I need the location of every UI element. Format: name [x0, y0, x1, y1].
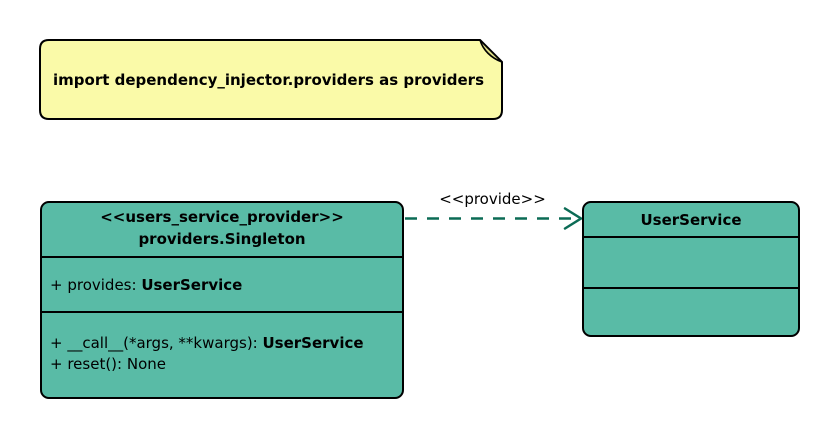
method-row: + reset(): None	[50, 354, 402, 375]
method-row: + __call__(*args, **kwargs): UserService	[50, 333, 402, 354]
note-background	[39, 39, 503, 120]
attributes-compartment: + provides: UserService	[42, 258, 402, 313]
provide-arrow	[405, 207, 584, 230]
method-text: + __call__(*args, **kwargs):	[50, 334, 263, 352]
note-fold-icon	[479, 39, 503, 63]
attribute-text: + provides:	[50, 275, 142, 294]
class-providers-singleton: <<users_service_provider>> providers.Sin…	[40, 201, 404, 399]
class-name: UserService	[640, 210, 742, 229]
attributes-compartment	[584, 238, 798, 289]
class-userservice: UserService	[582, 201, 800, 337]
provide-arrowhead-icon	[563, 207, 584, 230]
attribute-row: + provides: UserService	[50, 276, 242, 294]
provide-arrow-label: <<provide>>	[439, 190, 546, 208]
attribute-type: UserService	[141, 275, 243, 294]
methods-compartment	[584, 289, 798, 333]
note-shape	[39, 39, 503, 120]
method-return-type: UserService	[262, 334, 364, 352]
class-stereotype: <<users_service_provider>>	[100, 208, 344, 226]
methods-compartment: + __call__(*args, **kwargs): UserService…	[42, 313, 402, 375]
method-text: + reset(): None	[50, 355, 166, 373]
note-text: import dependency_injector.providers as …	[53, 70, 485, 89]
class-header: <<users_service_provider>> providers.Sin…	[42, 203, 402, 258]
class-name: providers.Singleton	[138, 230, 306, 248]
class-header: UserService	[584, 203, 798, 238]
